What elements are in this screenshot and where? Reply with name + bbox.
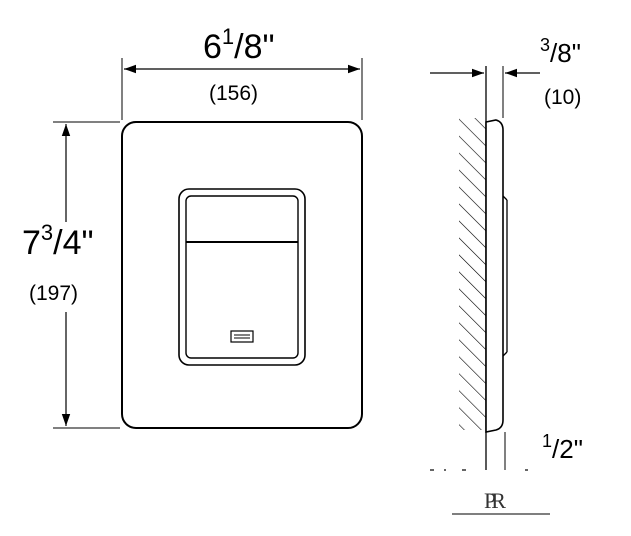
plate-outline: [121, 121, 363, 429]
button-frame: [178, 188, 306, 366]
height-metric-label: (197): [29, 282, 79, 305]
depth-imperial-label: 3/8": [540, 35, 581, 68]
side-view: [430, 66, 550, 515]
front-view: [53, 58, 363, 429]
width-metric-label: (156): [209, 82, 259, 105]
plate-profile: [485, 119, 504, 433]
brand-logo: PR: [484, 488, 506, 513]
height-imperial-label: 73/4": [22, 220, 94, 262]
button-profile-end: [502, 351, 508, 357]
depth-metric-label: (10): [544, 86, 582, 109]
wall-hatching: [459, 118, 486, 430]
width-imperial-label: 61/8": [203, 24, 275, 66]
button-inner: [185, 195, 299, 359]
button-profile: [502, 195, 508, 201]
brand-badge-icon: [230, 330, 254, 343]
offset-imperial-label: 1/2": [542, 431, 583, 464]
